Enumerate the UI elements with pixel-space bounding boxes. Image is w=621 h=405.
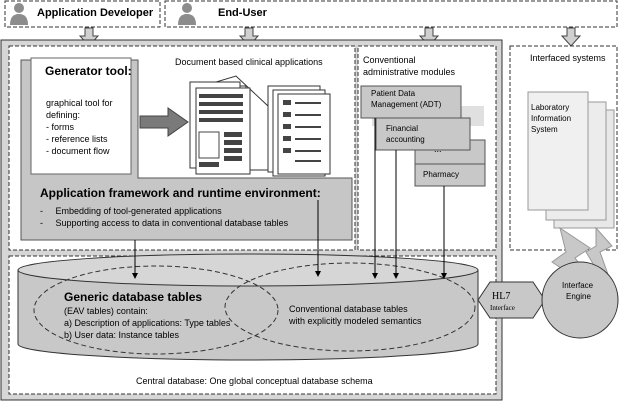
- developer-box: [4, 0, 161, 28]
- admin-title-1: Conventional: [363, 55, 416, 65]
- framework-item-2: - Supporting access to data in conventio…: [40, 218, 289, 228]
- central-database-label: Central database: One global conceptual …: [136, 376, 373, 386]
- framework-item-1: - Embedding of tool-generated applicatio…: [40, 206, 222, 216]
- doc-apps-title: Document based clinical applications: [175, 57, 323, 67]
- generic-tables-line-3: b) User data: Instance tables: [64, 330, 180, 340]
- patient-data-box: [360, 85, 462, 119]
- engine-label-2: Engine: [566, 292, 591, 301]
- generator-item-reference-lists: - reference lists: [46, 134, 108, 144]
- interface-engine-circle: [541, 261, 619, 339]
- right-arrow: [139, 107, 189, 137]
- lab-system-box: [527, 91, 589, 211]
- engine-label-1: Interface: [562, 281, 594, 290]
- end-user-person-icon: [178, 3, 196, 25]
- hl7-label: HL7: [492, 291, 511, 302]
- pharmacy-label: Pharmacy: [423, 170, 460, 179]
- generator-item-document-flow: - document flow: [46, 146, 110, 156]
- generic-tables-line-2: a) Description of applications: Type tab…: [64, 318, 231, 328]
- document-icon-1: [189, 75, 269, 175]
- document-icon-2: [267, 85, 331, 177]
- generator-desc-2: defining:: [46, 110, 81, 120]
- financial-label-1: Financial: [386, 124, 419, 133]
- developer-label: Application Developer: [37, 7, 154, 19]
- pharmacy-front-box: [414, 163, 486, 187]
- hl7-interface-arrow: [477, 281, 546, 319]
- generic-tables-title: Generic database tables: [64, 290, 203, 304]
- conventional-tables-line-1: Conventional database tables: [289, 304, 408, 314]
- hl7-sub-label: Interface: [490, 304, 515, 312]
- generator-desc-1: graphical tool for: [46, 98, 113, 108]
- down-arrow-4: [560, 27, 582, 47]
- lab-label-1: Laboratory: [531, 103, 570, 112]
- conventional-tables-ellipse: [224, 262, 476, 352]
- patient-data-label-2: Management (ADT): [371, 100, 442, 109]
- generator-box: [30, 57, 132, 175]
- generator-item-forms: - forms: [46, 122, 74, 132]
- generator-title: Generator tool:: [45, 64, 132, 78]
- conventional-tables-line-2: with explicitly modeled semantics: [289, 316, 422, 326]
- admin-title-2: administrative modules: [363, 67, 456, 77]
- admin-ellipsis: ...: [434, 144, 442, 154]
- lab-label-3: System: [531, 125, 558, 134]
- framework-title: Application framework and runtime enviro…: [40, 186, 321, 200]
- generic-tables-line-1: (EAV tables) contain:: [64, 306, 148, 316]
- financial-label-2: accounting: [386, 135, 425, 144]
- patient-data-label-1: Patient Data: [371, 89, 416, 98]
- end-user-label: End-User: [218, 7, 267, 19]
- interfaced-title: Interfaced systems: [530, 53, 606, 63]
- generic-tables-ellipse: [33, 265, 279, 355]
- financial-box: [375, 117, 471, 151]
- end-user-box: [164, 0, 618, 28]
- developer-person-icon: [10, 3, 28, 25]
- lab-label-2: Information: [531, 114, 572, 123]
